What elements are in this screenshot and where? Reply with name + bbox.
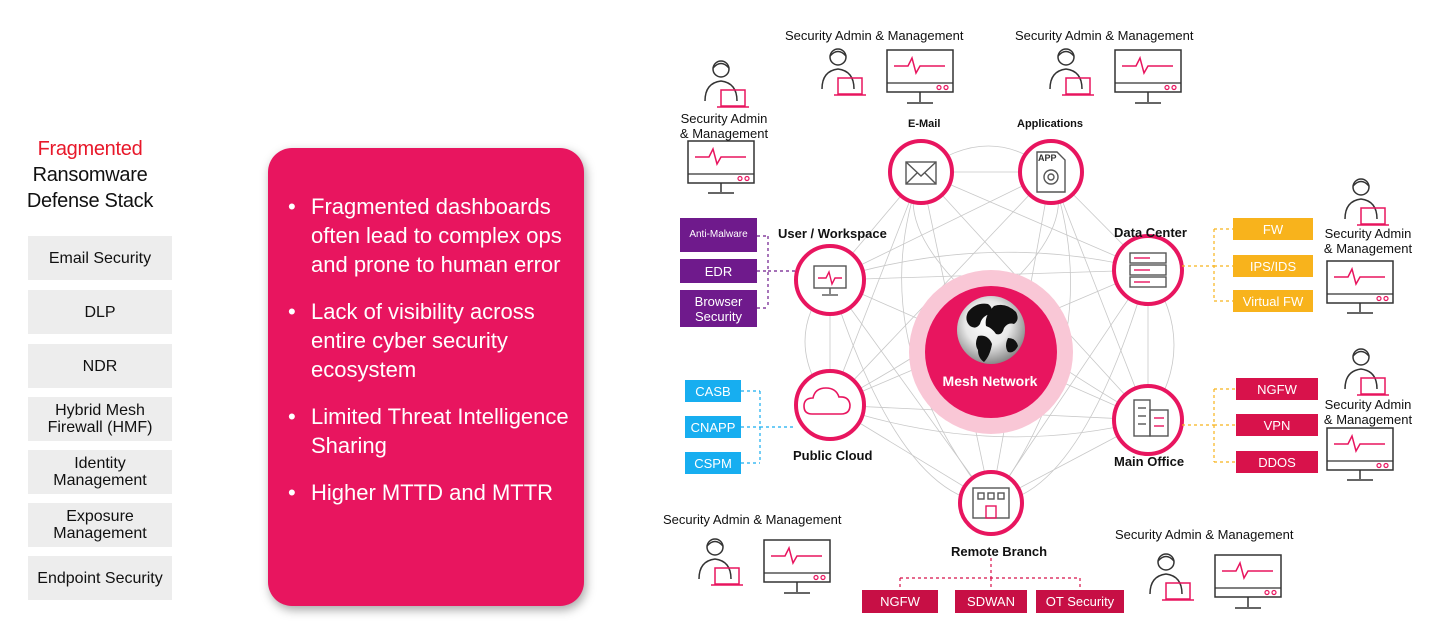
challenge-bullet: Higher MTTD and MTTR (288, 478, 578, 507)
stack-title: Fragmented Ransomware Defense Stack (10, 136, 170, 214)
office-node-circle (1112, 384, 1184, 456)
main-office-label: Main Office (1114, 454, 1185, 469)
branch-building-icon (972, 487, 1010, 519)
tag-sdwan: SDWAN (955, 590, 1027, 613)
tag-branch-ngfw: NGFW (862, 590, 938, 613)
admin-label-bottomleft: Security Admin & Management (663, 512, 842, 527)
stack-item-exposure: Exposure Management (28, 503, 172, 547)
user-tags-connector (757, 235, 796, 309)
tag-ot-security: OT Security (1036, 590, 1124, 613)
admin-label-top-2: Security Admin & Management (1015, 28, 1194, 43)
admin-label-topleft: Security Admin & Management (679, 111, 769, 141)
cloud-icon (803, 387, 851, 415)
stack-item-endpoint: Endpoint Security (28, 556, 172, 600)
challenge-bullet: Lack of visibility across entire cyber s… (288, 297, 578, 384)
admin-person-topleft (704, 60, 750, 108)
admin-label-bottomright: Security Admin & Management (1115, 527, 1294, 542)
admin-monitor-topleft (687, 140, 755, 194)
envelope-icon (905, 161, 937, 185)
cloud-node-circle (794, 369, 866, 441)
stack-item-ndr: NDR (28, 344, 172, 388)
tag-casb: CASB (685, 380, 741, 402)
stack-item-identity: Identity Management (28, 450, 172, 494)
stack-item-email-security: Email Security (28, 236, 172, 280)
stack-title-highlight: Fragmented (37, 138, 143, 160)
admin-station-bottomleft (698, 538, 831, 594)
tag-browser-security: Browser Security (680, 290, 757, 327)
office-tags-connector (1182, 388, 1236, 463)
admin-station-top-1 (821, 48, 954, 104)
cloud-tags-connector (741, 390, 796, 464)
tag-vpn: VPN (1236, 414, 1318, 436)
applications-node-circle (1018, 139, 1084, 205)
globe-icon (957, 296, 1025, 364)
user-node-circle (794, 244, 866, 316)
challenge-bullet: Limited Threat Intelligence Sharing (288, 402, 578, 460)
tag-cnapp: CNAPP (685, 416, 741, 438)
admin-person-office (1344, 348, 1390, 396)
email-node-label: E-Mail (908, 118, 941, 130)
stack-title-line2: Ransomware (32, 164, 148, 186)
admin-person-datacenter (1344, 178, 1390, 226)
tag-cspm: CSPM (685, 452, 741, 474)
mesh-network-label: Mesh Network (942, 373, 1038, 389)
admin-monitor-datacenter (1326, 260, 1394, 314)
admin-monitor-office (1326, 427, 1394, 481)
datacenter-tags-connector (1182, 228, 1233, 302)
branch-node-circle (958, 470, 1024, 536)
admin-label-top-1: Security Admin & Management (785, 28, 964, 43)
tag-ips-ids: IPS/IDS (1233, 255, 1313, 277)
app-file-icon (1036, 151, 1066, 193)
tag-anti-malware: Anti-Malware (680, 218, 757, 252)
stack-title-line3: Defense Stack (26, 190, 154, 212)
admin-station-bottomright (1149, 553, 1282, 609)
tag-edr: EDR (680, 259, 757, 283)
email-node-circle (888, 139, 954, 205)
office-building-icon (1133, 399, 1169, 437)
remote-branch-label: Remote Branch (951, 544, 1048, 559)
tag-office-ngfw: NGFW (1236, 378, 1318, 400)
applications-node-label: Applications (1017, 118, 1084, 130)
challenges-card: Fragmented dashboards often lead to comp… (268, 148, 584, 606)
public-cloud-label: Public Cloud (793, 448, 873, 463)
stack-item-dlp: DLP (28, 290, 172, 334)
tag-virtual-fw: Virtual FW (1233, 290, 1313, 312)
branch-tags-connector (899, 558, 1081, 590)
stack-item-hmf: Hybrid Mesh Firewall (HMF) (28, 397, 172, 441)
workstation-icon (813, 265, 847, 296)
user-workspace-label: User / Workspace (778, 226, 887, 241)
data-center-label: Data Center (1114, 225, 1187, 240)
server-rack-icon (1129, 252, 1167, 288)
challenge-bullet: Fragmented dashboards often lead to comp… (288, 192, 578, 279)
tag-fw: FW (1233, 218, 1313, 240)
challenges-list: Fragmented dashboards often lead to comp… (288, 192, 578, 525)
tag-ddos: DDOS (1236, 451, 1318, 473)
admin-label-datacenter: Security Admin & Management (1323, 226, 1413, 256)
admin-label-office: Security Admin & Management (1323, 397, 1413, 427)
admin-station-top-2 (1049, 48, 1182, 104)
app-badge-label: APP (1038, 153, 1057, 163)
